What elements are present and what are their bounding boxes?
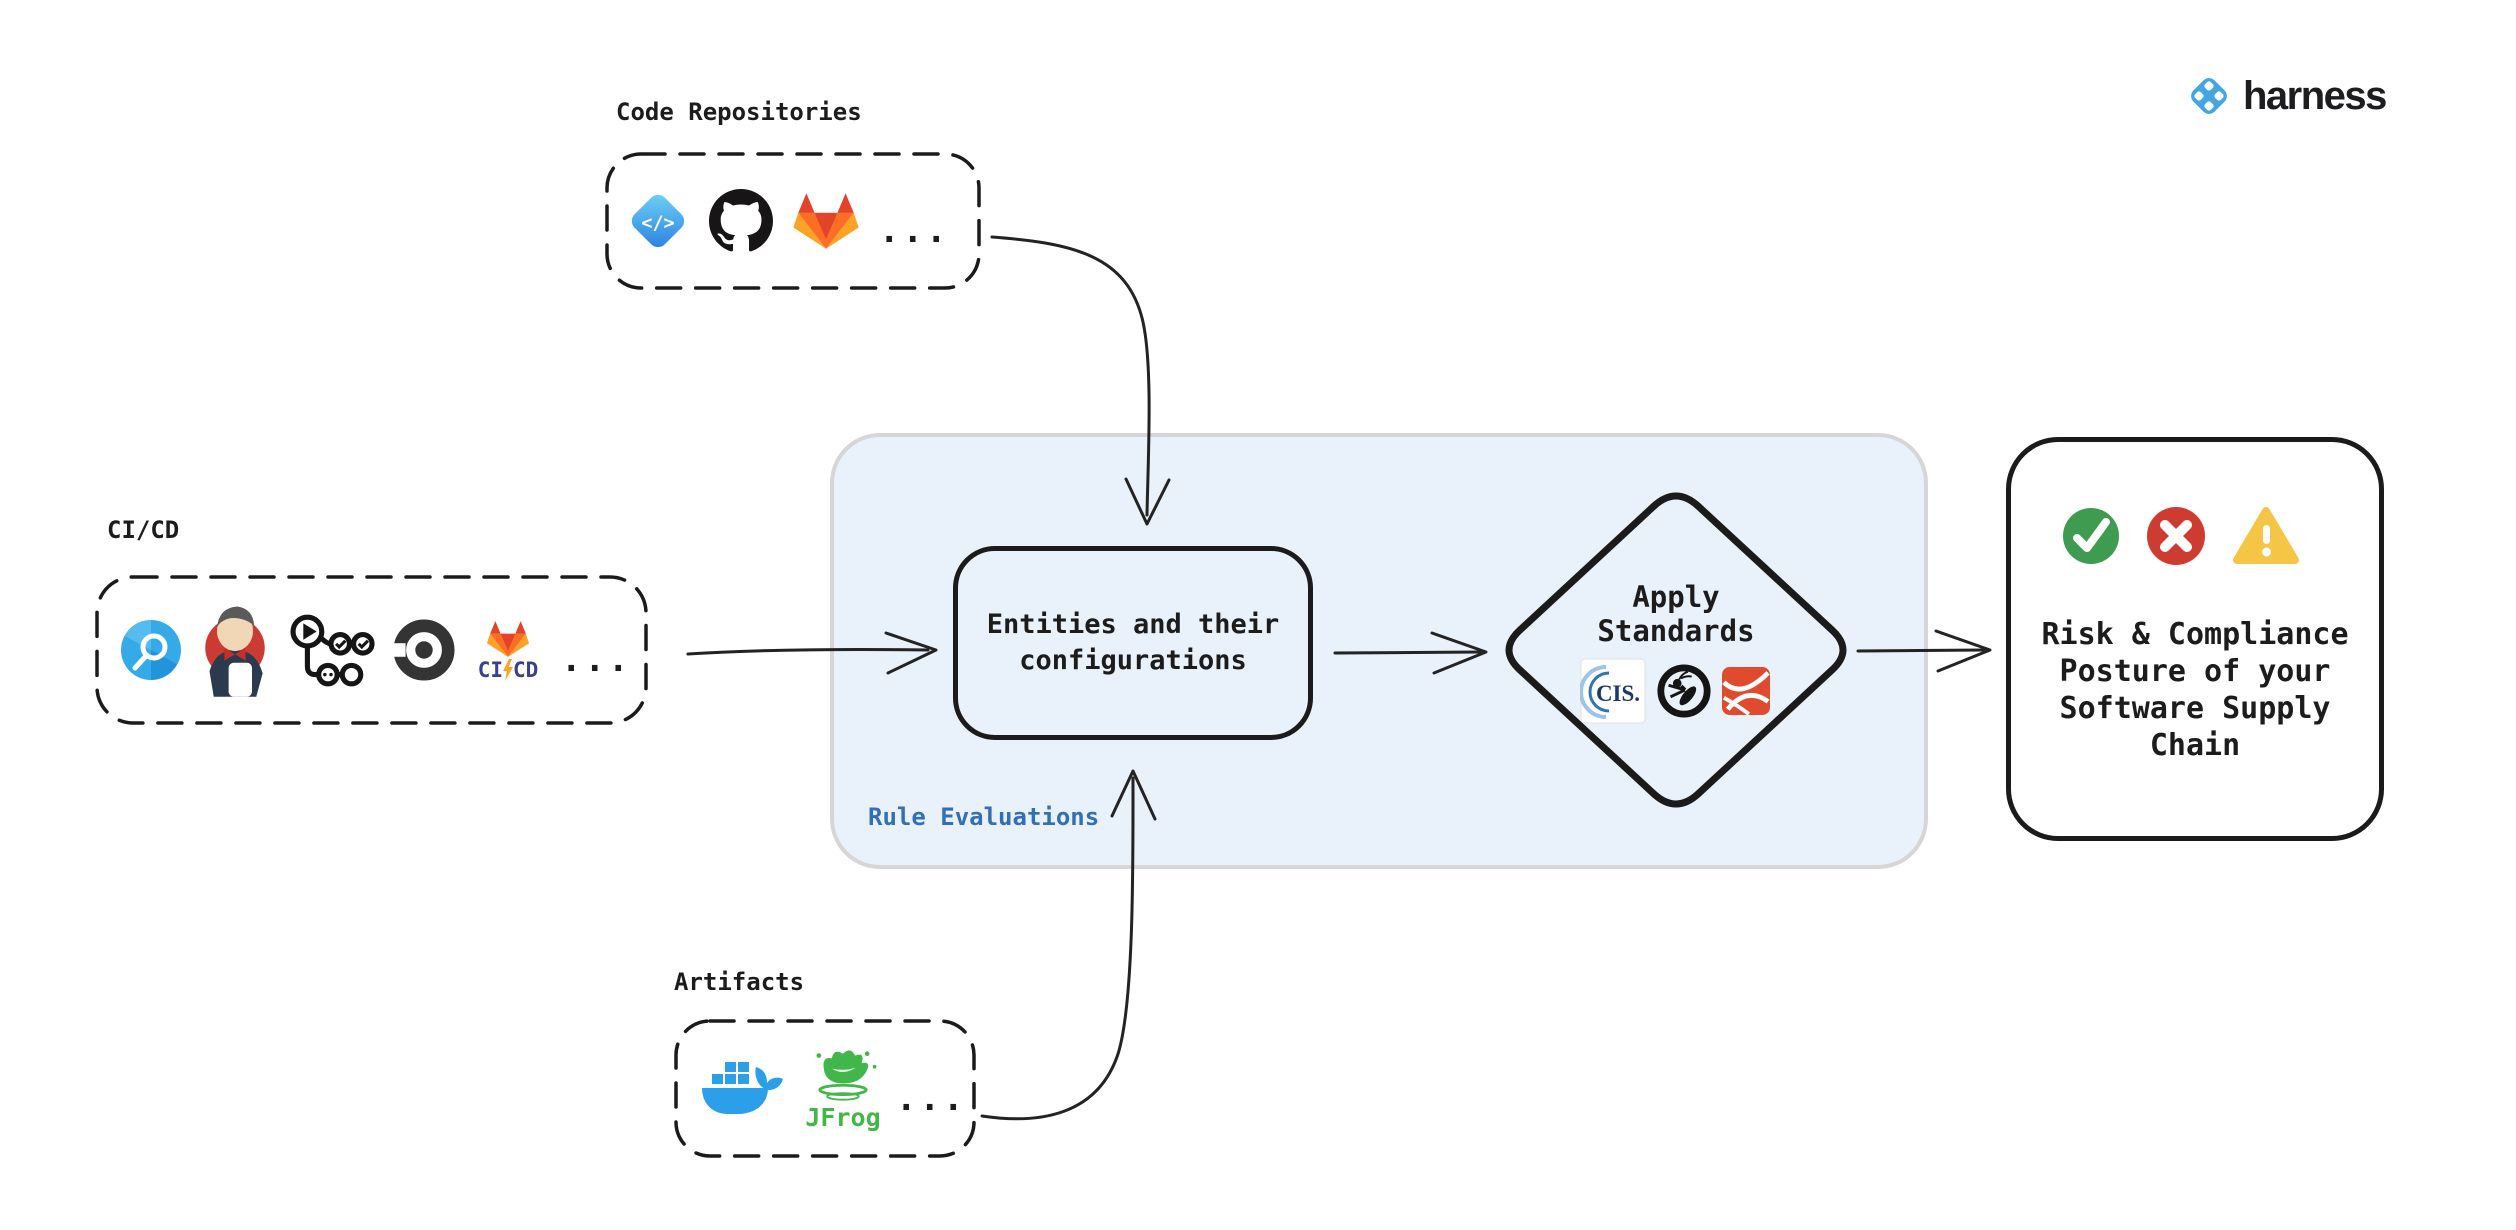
harness-logo-icon <box>2191 78 2227 114</box>
cd-text: CD <box>513 658 539 682</box>
apply-line: Apply <box>1632 580 1720 614</box>
cis-benchmark-icon: CIS. <box>1580 658 1646 724</box>
code-repositories-box: </> ... <box>607 154 979 288</box>
circleci-icon <box>393 619 455 681</box>
arrow-cicd-to-rules <box>686 647 930 656</box>
gitlab-cicd-wordmark: CI CD <box>477 658 539 682</box>
artifacts-label: Artifacts <box>674 968 805 996</box>
cicd-dashed-box <box>95 575 648 725</box>
apply-standards-diamond <box>1505 492 1847 808</box>
warning-icon <box>2233 507 2299 564</box>
more-repos-ellipsis: ... <box>879 211 950 251</box>
more-cicd-ellipsis: ... <box>561 640 632 680</box>
arrowhead-entities <box>1430 631 1488 675</box>
pass-check-icon <box>2063 508 2119 564</box>
gitlab-cicd-icon: CI CD <box>473 619 543 681</box>
outcome-line1: Risk & Compliance <box>2041 617 2349 652</box>
code-glyph: </> <box>641 213 674 234</box>
arrowhead-cicd <box>884 631 938 675</box>
code-repositories-label: Code Repositories <box>616 98 862 126</box>
arrowhead-artifacts <box>1110 769 1157 821</box>
lightning-icon <box>503 659 513 681</box>
cis-wordmark: CIS. <box>1596 681 1640 706</box>
azure-repos-icon: </> <box>631 194 685 248</box>
harness-logo: harness <box>2183 70 2387 122</box>
outcome-line4: Chain <box>2149 728 2241 763</box>
entities-line1: Entities and their <box>986 609 1280 640</box>
outcome-line3: Software Supply <box>2059 691 2331 726</box>
cicd-label: CI/CD <box>107 516 180 544</box>
arrow-repos-to-entities <box>990 235 1151 517</box>
arrow-diamond-to-outcome <box>1856 648 1986 653</box>
owasp-icon <box>1657 664 1711 718</box>
entities-line2: configurations <box>1019 645 1247 676</box>
outcome-caption: Risk & Compliance Posture of your Softwa… <box>2006 616 2384 764</box>
standards-icons-row: CIS. <box>1580 658 1770 724</box>
arrowhead-outcome <box>1934 629 1992 673</box>
rule-evaluations-container <box>830 433 1928 869</box>
outcome-box <box>2006 437 2384 841</box>
github-actions-icon <box>290 614 375 687</box>
docker-icon <box>702 1061 783 1114</box>
more-artifacts-ellipsis: ... <box>896 1078 967 1119</box>
harness-ci-icon <box>121 620 181 680</box>
outcome-icons-row <box>2062 506 2300 566</box>
fail-cross-icon <box>2147 507 2205 565</box>
cicd-box: CI CD ... <box>97 577 646 723</box>
gitlab-tanuki-icon <box>486 621 530 657</box>
harness-wordmark: harness <box>2243 74 2387 118</box>
ci-text: CI <box>477 658 503 682</box>
jenkins-icon <box>205 606 265 697</box>
standards-line: Standards <box>1597 614 1755 648</box>
apply-standards-title: Apply Standards <box>1490 580 1862 648</box>
outcome-line2: Posture of your <box>2059 654 2331 689</box>
gitlab-icon <box>793 193 859 249</box>
arrow-artifacts-to-entities <box>980 776 1135 1121</box>
code-repositories-dashed-box <box>605 152 981 290</box>
artifacts-dashed-box <box>674 1019 976 1158</box>
jfrog-wordmark: JFrog <box>805 1103 880 1132</box>
jfrog-splash-icon: JFrog <box>805 1049 881 1132</box>
arrowhead-repos <box>1124 477 1171 526</box>
entities-box: Entities and their configurations <box>953 546 1313 740</box>
jfrog-icon: JFrog <box>804 1045 882 1133</box>
arrow-entities-to-diamond <box>1333 650 1482 655</box>
artifacts-box: JFrog ... <box>676 1021 974 1156</box>
standard-badge-icon <box>1722 667 1770 715</box>
rule-evaluations-label: Rule Evaluations <box>868 803 1100 831</box>
github-icon <box>709 189 773 252</box>
